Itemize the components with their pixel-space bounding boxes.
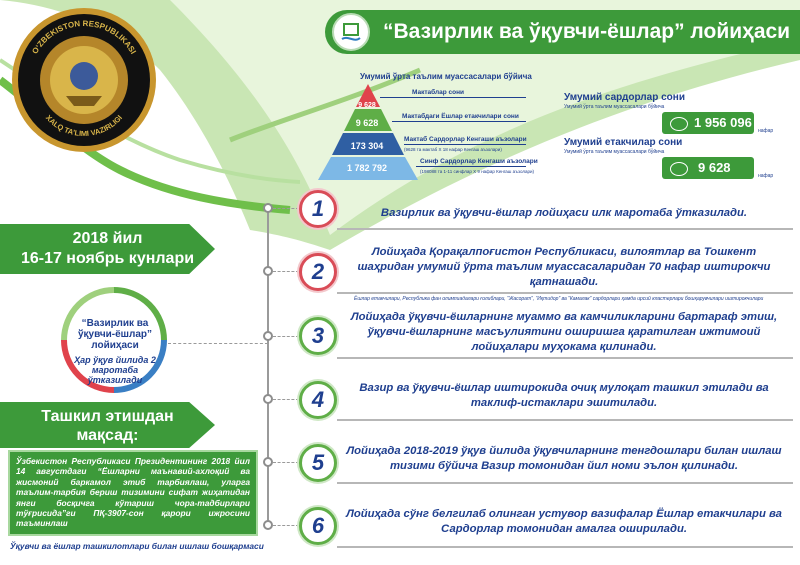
- step-number-3: 3: [299, 317, 337, 355]
- step-underline-5: [337, 482, 793, 484]
- step-underline-6: [337, 546, 793, 548]
- pyramid-value-3: 173 304: [350, 141, 384, 151]
- stat-leaders-sub: Умумий ўрта таълим муассасалари бўйича: [564, 104, 665, 110]
- stat-leaders-value: 1 956 096: [694, 115, 752, 130]
- pyramid-value-4: 1 782 792: [346, 163, 388, 173]
- timeline-dash-4: [273, 399, 299, 400]
- pyramid-sub-4: (198088 та 1-11 синфлар X 9 нафар Кенгаш…: [420, 169, 535, 174]
- pyramid-level-1: [356, 84, 380, 107]
- step-number-2: 2: [299, 253, 337, 291]
- step-note-2: Ёшлар етакчилари, Республика фан олимпиа…: [354, 296, 764, 302]
- pyramid-chart: [318, 84, 418, 180]
- step-number-4: 4: [299, 381, 337, 419]
- pyramid-label-3: Мактаб Сардорлар Кенгаши аъзолари: [404, 136, 527, 143]
- event-date-days: 16-17 ноябрь кунлари: [20, 250, 195, 267]
- cycle-connector: [168, 343, 268, 344]
- step-underline-3: [337, 357, 793, 359]
- step-text-5: Лойиҳада 2018-2019 ўқув йилида ўқувчилар…: [346, 445, 782, 472]
- pyramid-leader-3: [404, 144, 526, 145]
- stat-leaders-box: 1 956 096: [662, 112, 754, 134]
- pyramid-title: Умумий ўрта таълим муассасалари бўйича: [360, 72, 532, 81]
- timeline-dot-1: [263, 203, 273, 213]
- event-date-banner: 2018 йил 16-17 ноябрь кунлари: [0, 224, 215, 274]
- timeline-dash-1: [273, 208, 299, 209]
- timeline-dot-3: [263, 331, 273, 341]
- timeline-dot-4: [263, 394, 273, 404]
- pyramid-value-1: 9 628: [358, 102, 376, 109]
- stat-mentors-value: 9 628: [698, 160, 731, 175]
- step-number-6: 6: [299, 507, 337, 545]
- event-date-year: 2018 йил: [72, 230, 143, 247]
- stat-mentors-box: 9 628: [662, 157, 754, 179]
- cycle-ring: [61, 287, 167, 393]
- step-text-3: Лойиҳада ўқувчи-ёшларнинг муаммо ва камч…: [350, 311, 778, 353]
- pyramid-label-2: Мактабдаги Ёшлар етакчилари сони: [402, 113, 519, 120]
- timeline-dash-6: [273, 525, 299, 526]
- stat-mentors-unit: нафар: [758, 173, 774, 179]
- stat-leaders-title: Умумий сардорлар сони: [564, 92, 685, 103]
- step-underline-4: [337, 419, 793, 421]
- stat-mentors-title: Умумий етакчилар сони: [564, 137, 683, 148]
- step-text-4: Вазир ва ўқувчи-ёшлар иштирокида очиқ му…: [359, 382, 769, 409]
- goal-line-2: мақсад:: [76, 427, 139, 444]
- step-number-5: 5: [299, 444, 337, 482]
- pyramid-level-2: [344, 109, 392, 131]
- step-text-6: Лойиҳада сўнг белгилаб олинган устувор в…: [346, 508, 782, 535]
- project-icon: [332, 13, 370, 51]
- pyramid-leader-4: [416, 166, 526, 167]
- goal-line-1: Ташкил этишдан: [41, 408, 174, 425]
- pyramid-sub-3: (9628 та мактаб X 18 нафар Кенгаш аъзола…: [404, 147, 502, 152]
- timeline-dash-2: [273, 271, 299, 272]
- cycle-subtitle: Ҳар ўқув йилида 2 маротаба ўтказилади: [74, 355, 156, 385]
- timeline-dot-6: [263, 520, 273, 530]
- pyramid-leader-1: [380, 97, 526, 98]
- goal-text: Ўзбекистон Республикаси Президентининг 2…: [8, 450, 258, 536]
- stat-leaders-unit: нафар: [758, 128, 774, 134]
- pyramid-level-4: [318, 157, 418, 180]
- timeline-line: [267, 206, 269, 526]
- pyramid-leader-2: [392, 121, 526, 122]
- step-underline-1: [337, 228, 793, 230]
- pyramid-value-2: 9 628: [355, 118, 379, 128]
- people-icon: [670, 116, 688, 131]
- stat-mentors-sub: Умумий ўрта таълим муассасалари бўйича: [564, 149, 665, 155]
- pyramid-label-4: Синф Сардорлар Кенгаши аъзолари: [420, 158, 538, 165]
- pyramid-label-1: Мактаблар сони: [412, 89, 465, 96]
- step-text-1: Вазирлик ва ўқувчи-ёшлар лойиҳаси илк ма…: [380, 207, 748, 219]
- timeline-dot-2: [263, 266, 273, 276]
- timeline-dash-3: [273, 336, 299, 337]
- ministry-emblem: O‘ZBEKISTON RESPUBLIKASI XALQ TA’LIMI VA…: [12, 8, 156, 152]
- timeline-dash-5: [273, 462, 299, 463]
- person-icon: [670, 161, 688, 176]
- step-text-2: Лойиҳада Қорақалпоғистон Республикаси, в…: [357, 246, 771, 288]
- cycle-title: “Вазирлик ва ўқувчи-ёшлар” лойиҳаси: [77, 318, 153, 351]
- timeline-dot-5: [263, 457, 273, 467]
- pyramid-level-3: [332, 133, 404, 155]
- footer-department: Ўқувчи ва ёшлар ташкилотлари билан ишлаш…: [10, 541, 264, 551]
- page-title: “Вазирлик ва ўқувчи-ёшлар” лойиҳаси: [325, 10, 800, 54]
- step-number-1: 1: [299, 190, 337, 228]
- goal-banner: Ташкил этишдан мақсад:: [0, 402, 215, 448]
- step-underline-2: [337, 292, 793, 294]
